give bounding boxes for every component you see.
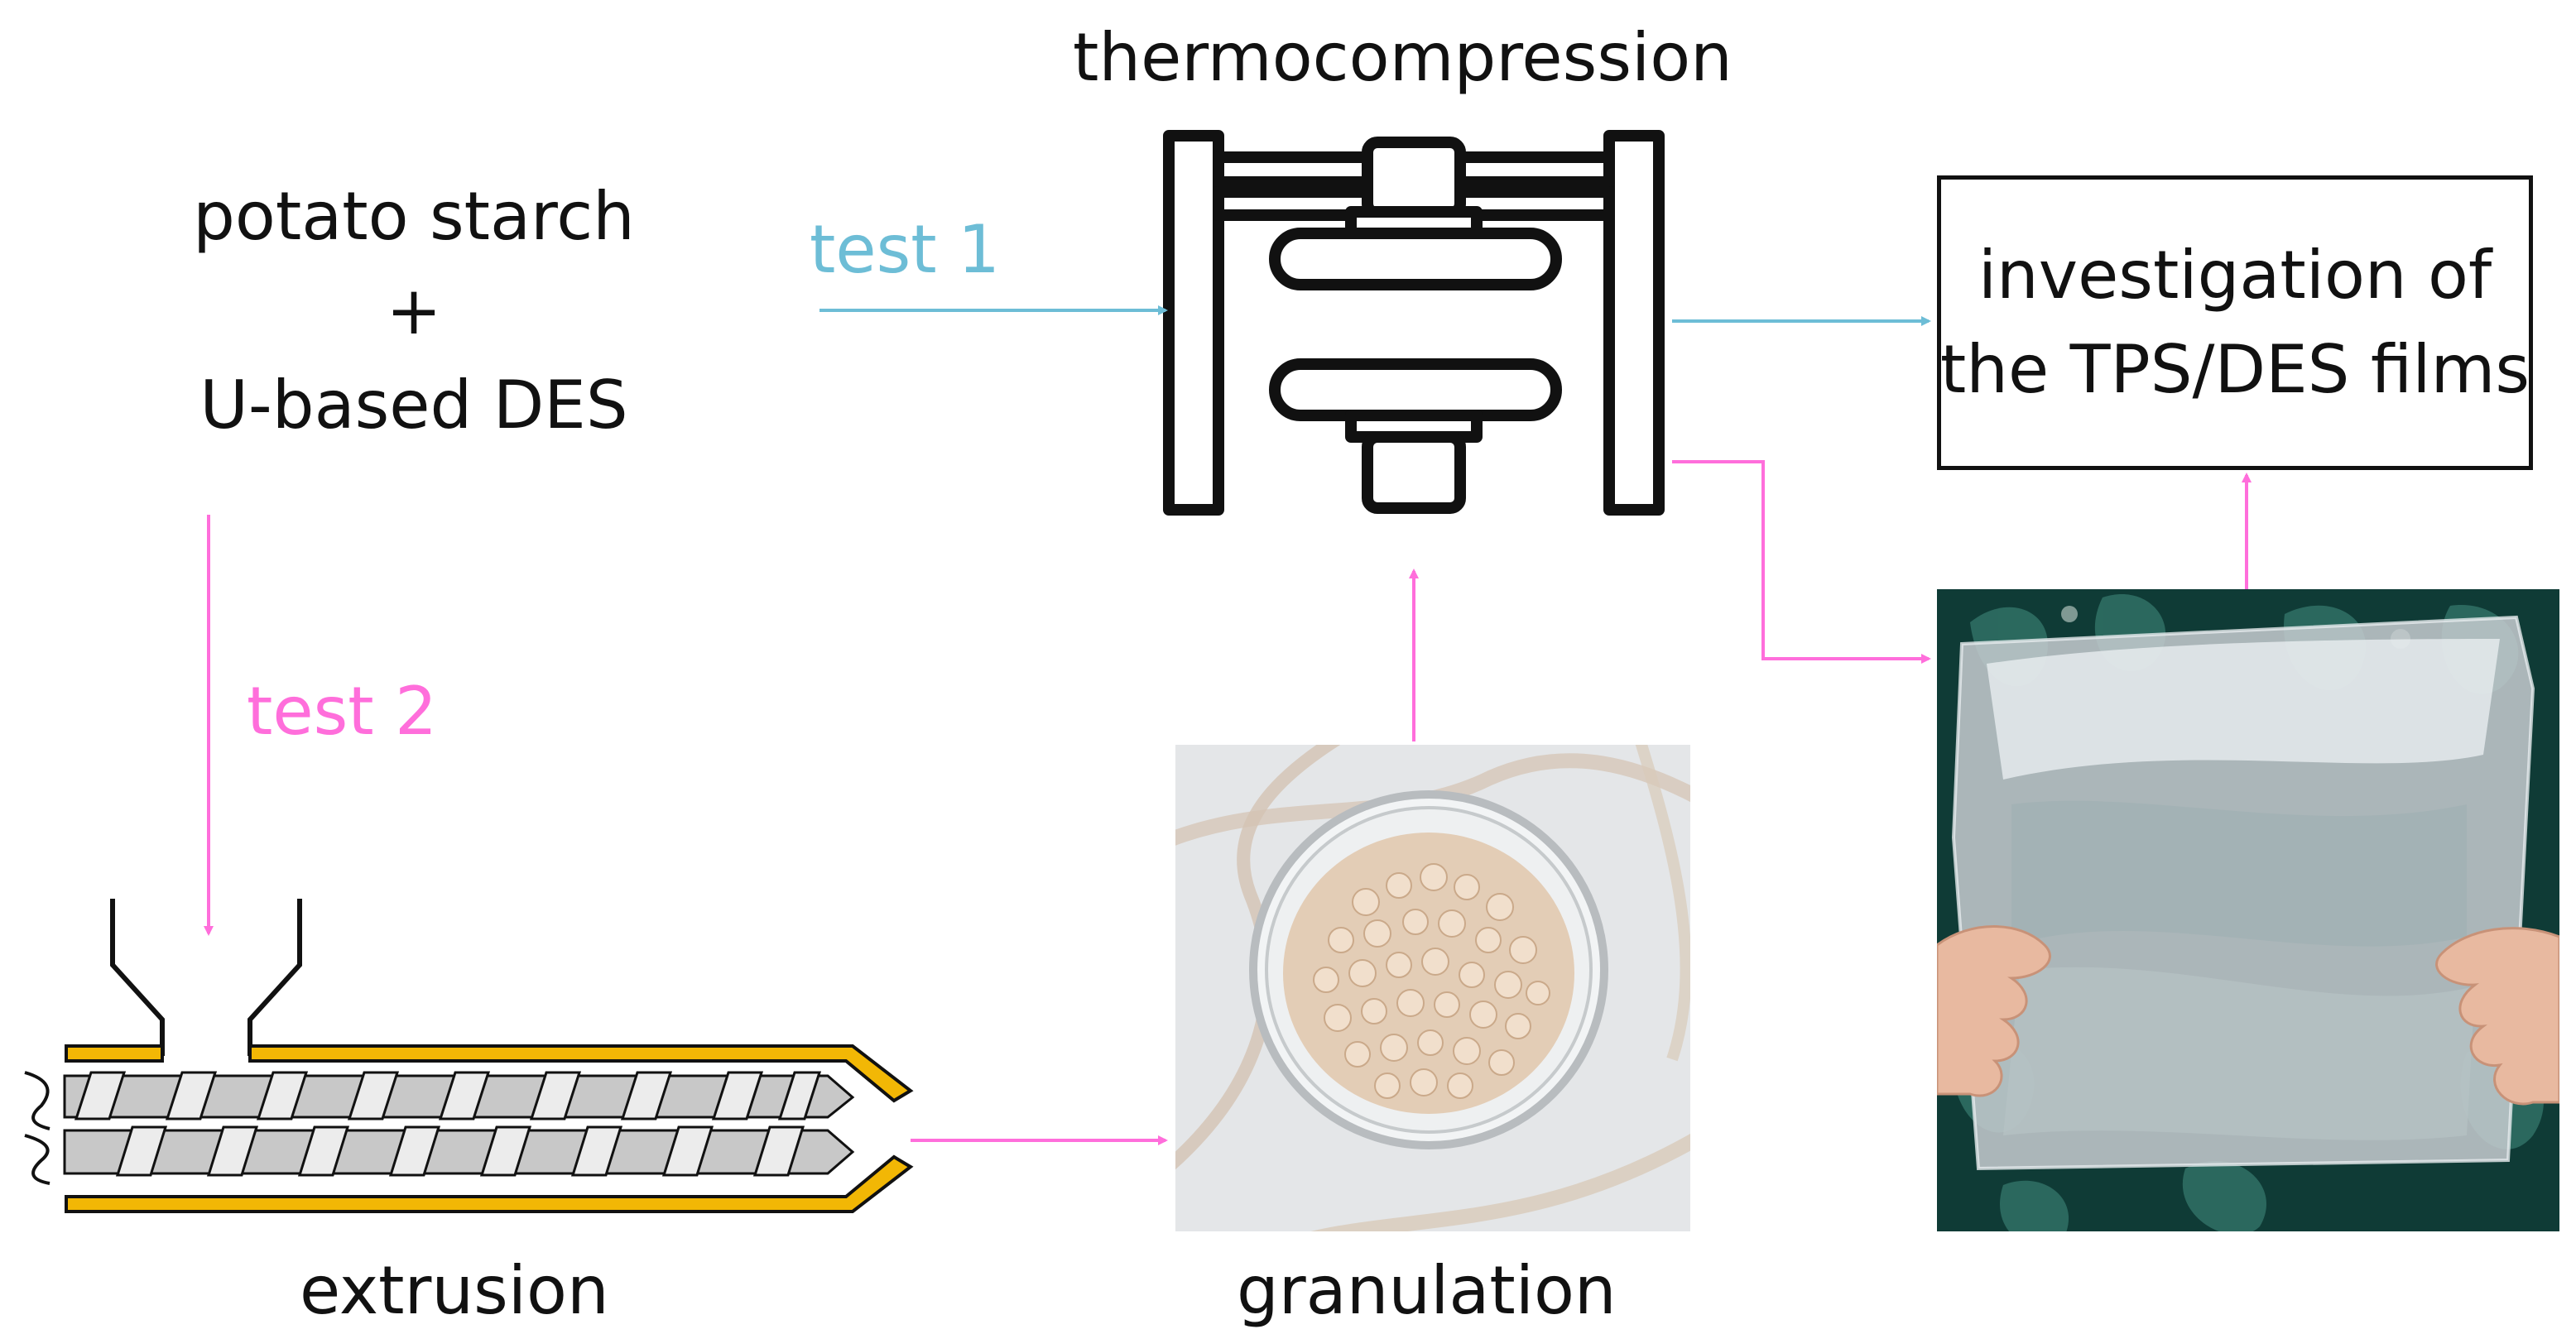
input-materials-label: potato starch + U-based DES (149, 170, 679, 453)
input-line-des: U-based DES (199, 367, 628, 444)
thermocompression-press-icon (1163, 130, 1665, 516)
arrow-press-to-film (1672, 460, 1931, 664)
twin-screw-extruder-icon (24, 899, 914, 1213)
result-line-1: investigation of (1978, 237, 2492, 314)
extrusion-label: extrusion (300, 1252, 609, 1329)
granules-in-petri-dish-photo (1175, 745, 1690, 1231)
tps-des-film-held-by-hands-photo (1937, 589, 2559, 1231)
test2-label: test 2 (247, 673, 437, 750)
granulation-label: granulation (1237, 1252, 1617, 1329)
input-line-starch: potato starch (193, 178, 635, 255)
result-line-2: the TPS/DES films (1939, 331, 2530, 408)
input-line-plus: + (386, 272, 442, 349)
test1-label: test 1 (810, 211, 1000, 288)
result-box: investigation of the TPS/DES films (1937, 175, 2533, 470)
thermocompression-label: thermocompression (1073, 19, 1733, 96)
